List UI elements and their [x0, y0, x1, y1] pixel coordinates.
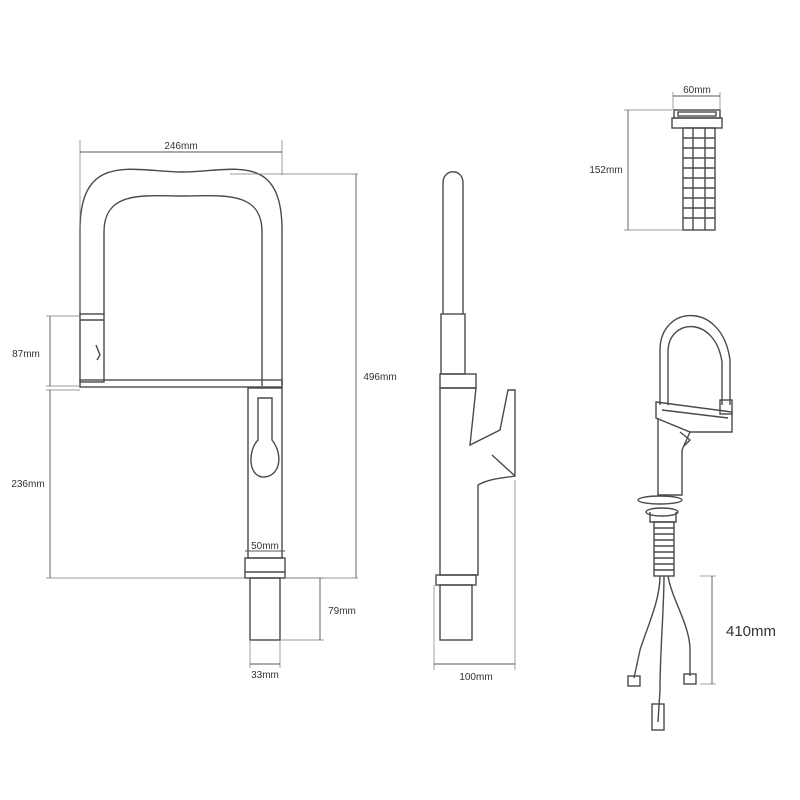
dim-filter-60: 60mm — [683, 85, 711, 96]
side-spout — [442, 171, 464, 314]
dim-width-246: 246mm — [164, 141, 197, 152]
front-arm — [79, 379, 283, 388]
iso-fitting-left — [627, 675, 641, 687]
iso-fitting-bottom — [651, 703, 665, 731]
dim-hose-410: 410mm — [726, 623, 776, 640]
dim-body-236: 236mm — [11, 479, 44, 490]
side-body — [439, 387, 516, 576]
side-spray-head — [440, 313, 466, 375]
iso-fitting-right — [683, 673, 697, 685]
hose-view: 410mm — [627, 315, 776, 731]
dim-base-50: 50mm — [251, 541, 279, 552]
dim-shank-33: 33mm — [251, 670, 279, 681]
front-lever — [250, 397, 280, 478]
dim-height-496: 496mm — [363, 372, 396, 383]
dim-head-87: 87mm — [12, 349, 40, 360]
side-shank — [439, 584, 473, 641]
front-spout-outer — [79, 168, 283, 386]
iso-coiled-hose — [653, 521, 675, 577]
front-shank — [249, 577, 281, 641]
filter-ribs — [683, 128, 715, 230]
front-spray-head — [79, 313, 105, 383]
side-view: 100mm — [433, 171, 516, 683]
filter-body — [682, 127, 716, 231]
front-base — [244, 557, 286, 579]
filter-view: 60mm 152mm — [589, 85, 723, 231]
dim-shank-79: 79mm — [328, 606, 356, 617]
dim-filter-152: 152mm — [589, 165, 622, 176]
iso-spout — [659, 315, 731, 405]
front-spout-inner — [103, 195, 263, 386]
front-view: 246mm 496mm 87mm 236mm 50mm 79mm 33mm — [11, 140, 397, 681]
side-base — [435, 574, 477, 586]
front-body — [247, 387, 283, 559]
dim-base-100: 100mm — [459, 672, 492, 683]
